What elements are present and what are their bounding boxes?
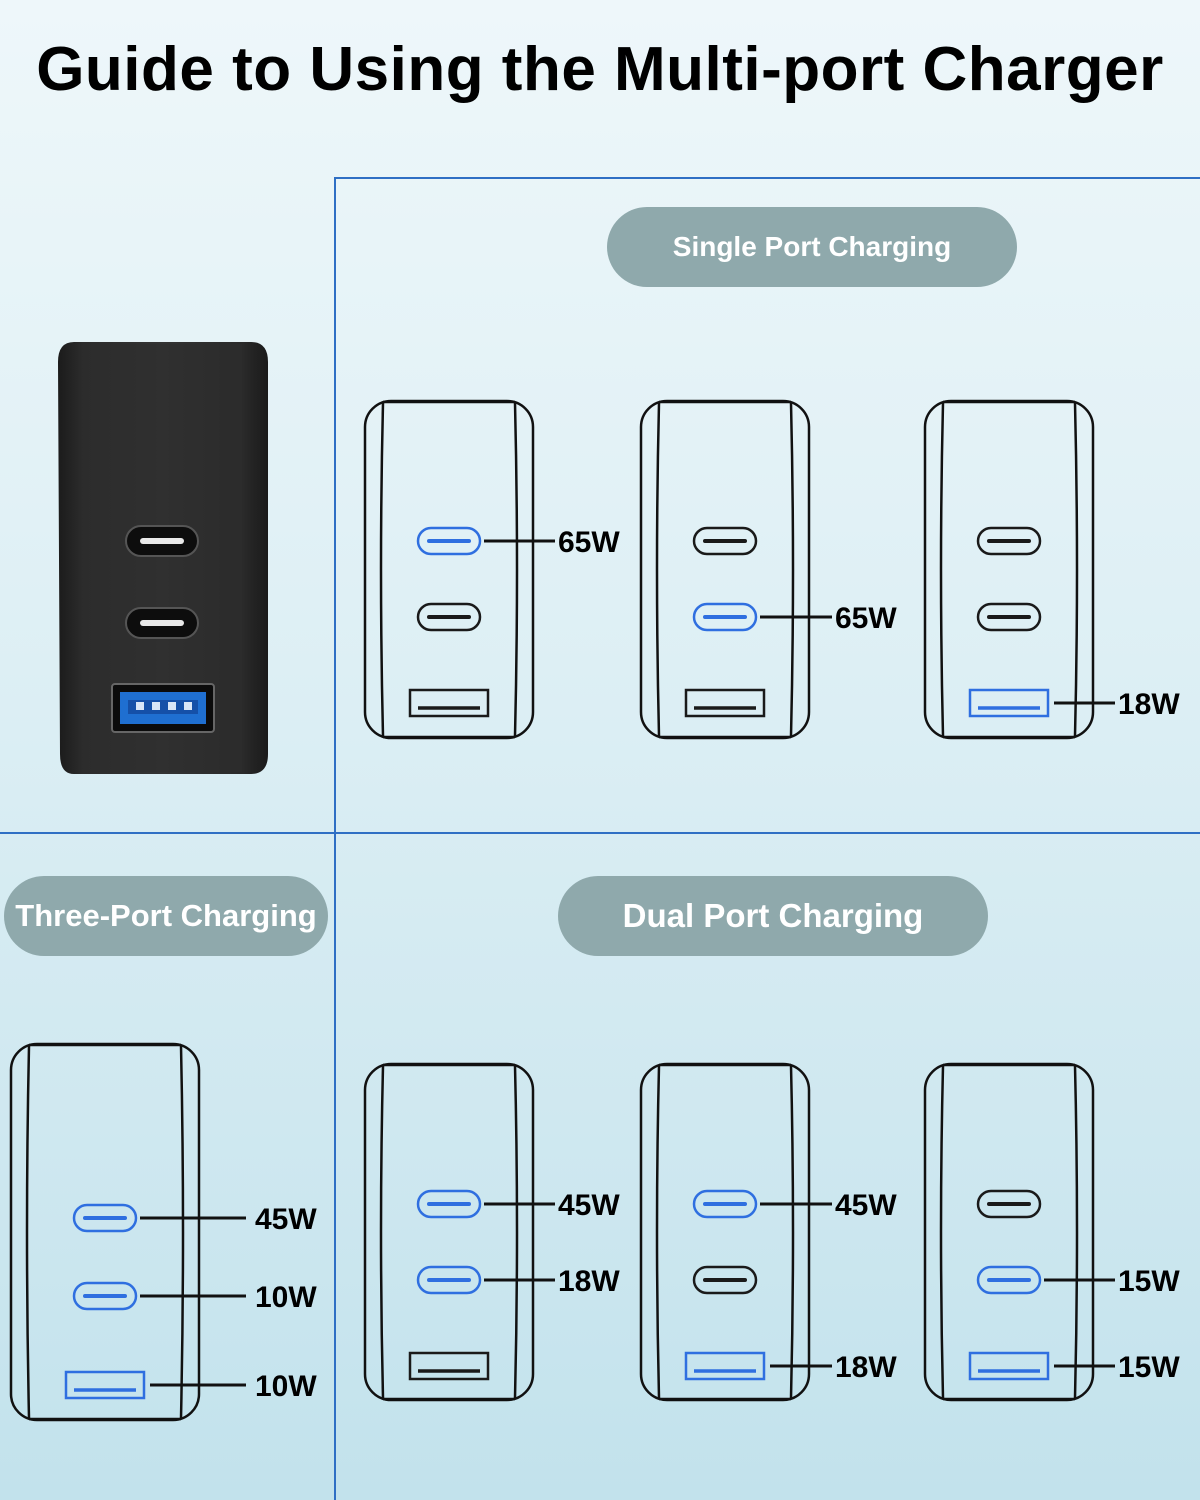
dual-port-section-label: Dual Port Charging (558, 876, 988, 956)
three-port-section-label: Three-Port Charging (4, 876, 328, 956)
charger-outline (923, 1062, 1095, 1402)
wattage-label: 18W (558, 1265, 620, 1298)
usb-c-port-icon (976, 602, 1042, 632)
usb-a-port-icon (968, 688, 1050, 718)
wattage-label: 10W (255, 1370, 317, 1403)
divider-vertical (334, 177, 336, 1500)
usb-a-port-icon (408, 688, 490, 718)
wattage-label: 65W (835, 602, 897, 635)
usb-c-port-icon (72, 1203, 138, 1233)
charger-outline (923, 399, 1095, 740)
usb-a-port-icon (684, 688, 766, 718)
single-port-section-label: Single Port Charging (607, 207, 1017, 287)
usb-c-port-icon (416, 1189, 482, 1219)
wattage-label: 45W (835, 1189, 897, 1222)
wattage-label: 10W (255, 1281, 317, 1314)
wattage-label: 18W (1118, 688, 1180, 721)
usb-c-port-icon (976, 526, 1042, 556)
dual-charger-3: 15W 15W (923, 1062, 1180, 1402)
usb-a-port-icon (968, 1351, 1050, 1381)
usb-c-port-icon (416, 1265, 482, 1295)
usb-c-port-icon (692, 602, 758, 632)
wattage-label: 15W (1118, 1351, 1180, 1384)
charger-outline (639, 399, 811, 740)
usb-c-port-icon (416, 602, 482, 632)
dual-charger-2: 45W 18W (639, 1062, 897, 1402)
wattage-label: 45W (255, 1203, 317, 1236)
usb-c-port-icon (72, 1281, 138, 1311)
charger-outline (363, 399, 535, 740)
usb-c-port-icon (692, 1265, 758, 1295)
charger-outline (639, 1062, 811, 1402)
single-charger-1: 65W (363, 399, 620, 740)
divider-top (334, 177, 1200, 179)
usb-a-port-icon (408, 1351, 490, 1381)
divider-middle (0, 832, 1200, 834)
single-charger-2: 65W (639, 399, 897, 740)
wattage-label: 65W (558, 526, 620, 559)
usb-a-port-icon (684, 1351, 766, 1381)
usb-c-port-icon (692, 526, 758, 556)
usb-c-port-icon (976, 1189, 1042, 1219)
single-charger-3: 18W (923, 399, 1180, 740)
page-title: Guide to Using the Multi-port Charger (36, 35, 1164, 104)
usb-c-port-icon (692, 1189, 758, 1219)
wattage-label: 45W (558, 1189, 620, 1222)
charger-photo (58, 342, 268, 774)
wattage-label: 18W (835, 1351, 897, 1384)
dual-charger-1: 45W 18W (363, 1062, 620, 1402)
usb-c-port-icon (416, 526, 482, 556)
usb-a-port-icon (64, 1370, 146, 1400)
wattage-label: 15W (1118, 1265, 1180, 1298)
three-charger-1: 45W 10W 10W (9, 1042, 317, 1422)
usb-c-port-icon (976, 1265, 1042, 1295)
charger-outline (363, 1062, 535, 1402)
